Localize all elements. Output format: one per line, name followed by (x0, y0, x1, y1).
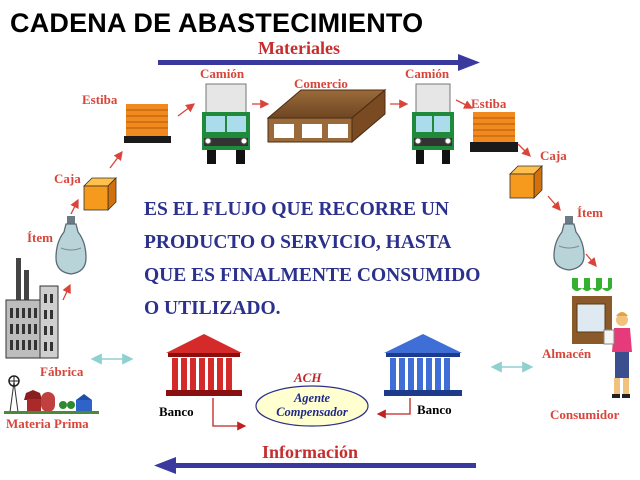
warehouse-icon (266, 88, 387, 144)
bank-label-right: Banco (417, 402, 452, 417)
node-caja-right: Caja (540, 148, 567, 163)
node-item-left: Ítem (27, 230, 53, 245)
node-fabrica: Fábrica (40, 364, 84, 379)
bank-label-left: Banco (159, 404, 194, 419)
node-camion-right: Camión (405, 66, 450, 81)
node-camion-left: Camión (200, 66, 245, 81)
node-consumidor: Consumidor (550, 407, 620, 422)
truck-icon-left (202, 83, 250, 164)
pallet-icon-left (124, 104, 171, 143)
node-estiba-left: Estiba (82, 92, 118, 107)
materials-flow-label: Materiales (258, 38, 340, 58)
truck-icon-right (412, 83, 454, 164)
clearing-agent-label: Agente Compensador (258, 391, 366, 419)
factory-icon (5, 258, 59, 359)
bank-agent-connectors (212, 398, 411, 431)
node-item-right: Ítem (577, 205, 603, 220)
ach-label: ACH (294, 370, 322, 385)
clearing-agent-line-1: Agente (293, 391, 331, 405)
materials-flow-arrow (158, 54, 480, 71)
definition-line-4: O UTILIZADO. (144, 298, 281, 319)
pallet-icon-right (470, 112, 518, 152)
box-icon-right (509, 165, 543, 199)
teal-double-arrows (90, 353, 534, 373)
clearing-agent-line-2: Compensador (276, 405, 348, 419)
node-materia-prima: Materia Prima (6, 416, 89, 431)
bottle-icon-left (55, 216, 87, 275)
information-flow-arrow (154, 457, 476, 474)
chain-connectors (62, 99, 597, 301)
bottle-icon-right (553, 216, 585, 271)
node-caja-left: Caja (54, 171, 81, 186)
definition-line-3: QUE ES FINALMENTE CONSUMIDO (144, 265, 481, 286)
node-estiba-right: Estiba (471, 96, 507, 111)
person-icon (603, 312, 632, 398)
bank-icon-left (166, 334, 242, 396)
page-title: CADENA DE ABASTECIMIENTO (10, 8, 424, 38)
node-comercio: Comercio (294, 76, 348, 91)
information-flow-label: Información (262, 442, 358, 462)
clearing-agent-ellipse (255, 385, 369, 427)
box-icon-left (83, 177, 117, 211)
bank-icon-right (384, 334, 462, 396)
farm-icon (4, 375, 99, 414)
definition-line-2: PRODUCTO O SERVICIO, HASTA (144, 232, 452, 253)
node-almacen: Almacén (542, 346, 592, 361)
definition-text: ES EL FLUJO QUE RECORRE UN PRODUCTO O SE… (144, 193, 480, 325)
definition-line-1: ES EL FLUJO QUE RECORRE UN (144, 199, 450, 220)
